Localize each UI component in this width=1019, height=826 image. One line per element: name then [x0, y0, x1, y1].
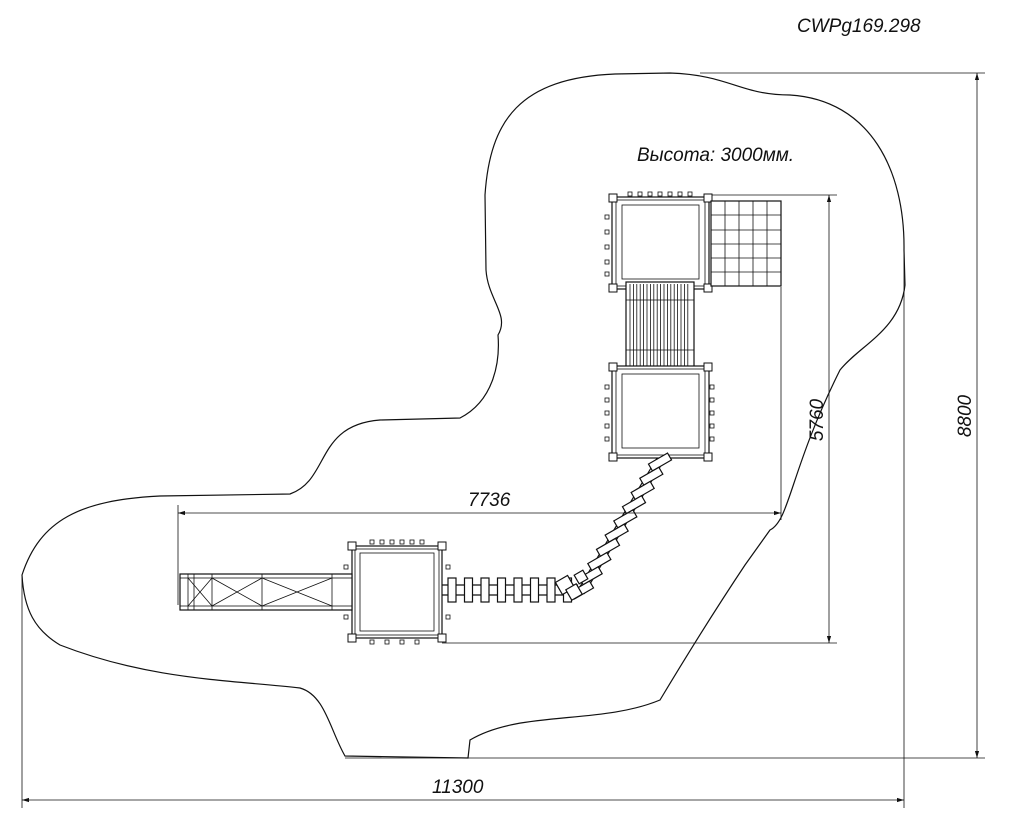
horizontal-log-step [463, 577, 474, 603]
diagonal-log-step [586, 551, 612, 572]
top-grid-panel [710, 200, 782, 287]
diagonal-log-step [630, 480, 656, 501]
dimension-structure-depth: 5760 [442, 194, 837, 644]
dimension-overall-depth-label: 8800 [955, 394, 976, 437]
diagonal-log-step [604, 523, 630, 543]
dimension-structure-width: 7736 [177, 287, 782, 605]
diagonal-log-step [647, 452, 673, 472]
diagonal-log-step [595, 537, 621, 558]
diagonal-log-step [621, 494, 647, 515]
middle-tower [604, 362, 715, 462]
dimension-overall-width: 11300 [21, 250, 905, 808]
crossing-junction [554, 569, 589, 602]
safety-zone-outline [21, 72, 906, 759]
dimension-overall-width-label: 11300 [432, 777, 484, 798]
diagonal-log-step [638, 466, 664, 487]
horizontal-log-step [546, 577, 556, 603]
horizontal-log-step [447, 577, 457, 603]
top-tower [604, 191, 713, 293]
horizontal-log-step [496, 577, 507, 603]
bottom-left-tower [343, 539, 451, 645]
bridge-slats [625, 281, 695, 369]
horizontal-log-step [513, 577, 523, 603]
product-code: CWPg169.298 [797, 16, 921, 37]
dimension-structure-width-label: 7736 [468, 490, 511, 511]
horizontal-log-step [529, 577, 540, 603]
left-crossbrace-module [179, 573, 353, 611]
dimension-structure-depth-label: 5760 [807, 398, 828, 441]
dimension-overall-depth: 8800 [345, 72, 985, 759]
horizontal-log-step [480, 577, 490, 603]
height-label: Высота: 3000мм. [637, 145, 794, 166]
